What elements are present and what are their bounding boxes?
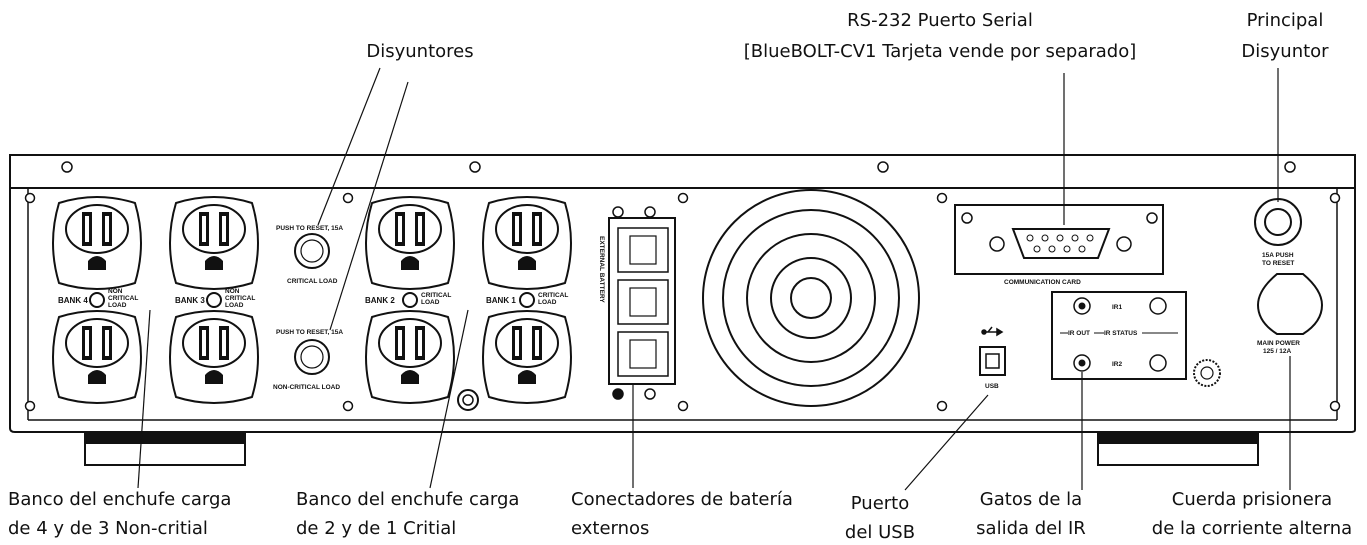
fan-grille — [702, 189, 920, 407]
usb-port[interactable] — [979, 346, 1006, 376]
outlet-bank3-top[interactable] — [169, 196, 259, 290]
callout-rs232-1: RS-232 Puerto Serial — [847, 10, 1033, 31]
bank3-noncritical-1: NON — [225, 288, 240, 295]
external-battery-connector[interactable] — [608, 217, 676, 385]
callout-ir-1: Gatos de la — [980, 489, 1082, 510]
main-power-label-2: 125 / 12A — [1263, 348, 1291, 355]
bank1-critical-1: CRITICAL — [538, 292, 568, 299]
leader-lines — [137, 67, 1291, 491]
breaker-bottom-reset-label: PUSH TO RESET, 15A — [276, 329, 343, 336]
bank2-critical-1: CRITICAL — [421, 292, 451, 299]
bank4-noncritical-2: CRITICAL — [108, 295, 138, 302]
callout-bank43-2: de 4 y de 3 Non-critial — [8, 518, 208, 539]
ir2-status-led — [1149, 354, 1167, 372]
ir2-label: IR2 — [1112, 361, 1123, 368]
usb-icon — [981, 326, 1004, 337]
bank4-noncritical-1: NON — [108, 288, 123, 295]
callout-ac-2: de la corriente alterna — [1152, 518, 1352, 539]
callout-battery-2: externos — [571, 518, 649, 539]
callout-bank21-2: de 2 y de 1 Critial — [296, 518, 456, 539]
bank3-label: BANK 3 — [175, 296, 205, 305]
top-screws — [61, 161, 1296, 173]
ir-out-label: IR OUT — [1068, 330, 1090, 337]
callout-breakers: Disyuntores — [366, 41, 473, 62]
communication-card-slot[interactable] — [954, 204, 1164, 275]
ir-status-label: IR STATUS — [1104, 330, 1138, 337]
callout-bank43-1: Banco del enchufe carga — [8, 489, 231, 510]
bank2-label: BANK 2 — [365, 296, 395, 305]
callout-bank21-1: Banco del enchufe carga — [296, 489, 519, 510]
breaker-top-reset-label: PUSH TO RESET, 15A — [276, 225, 343, 232]
breaker-non-critical-label: NON-CRITICAL LOAD — [273, 384, 340, 391]
outlet-bank4-bottom[interactable] — [52, 310, 142, 404]
main-breaker-label-1: 15A PUSH — [1262, 252, 1294, 259]
callout-battery-1: Conectadores de batería — [571, 489, 793, 510]
communication-card-label: COMMUNICATION CARD — [1004, 279, 1081, 286]
callout-main-breaker-1: Principal — [1247, 10, 1324, 31]
main-power-label-1: MAIN POWER — [1257, 340, 1300, 347]
bank4-noncritical-3: LOAD — [108, 302, 127, 309]
callout-usb-1: Puerto — [851, 493, 910, 514]
bank1-critical-2: LOAD — [538, 299, 557, 306]
panel-screws — [24, 192, 1341, 412]
callout-ir-2: salida del IR — [976, 518, 1086, 539]
main-power-inlet — [1256, 273, 1324, 335]
bank3-noncritical-2: CRITICAL — [225, 295, 255, 302]
ir1-status-led — [1149, 297, 1167, 315]
bank4-label: BANK 4 — [58, 296, 88, 305]
outlet-bank1-bottom[interactable] — [482, 310, 572, 404]
outlet-bank1-top[interactable] — [482, 196, 572, 290]
breaker-critical-label: CRITICAL LOAD — [287, 278, 338, 285]
outlet-bank3-bottom[interactable] — [169, 310, 259, 404]
outlet-bank2-top[interactable] — [365, 196, 455, 290]
bank2-critical-2: LOAD — [421, 299, 440, 306]
ir1-label: IR1 — [1112, 304, 1123, 311]
outlets — [52, 196, 572, 404]
bank1-label: BANK 1 — [486, 296, 516, 305]
outlet-bank4-top[interactable] — [52, 196, 142, 290]
bank3-noncritical-3: LOAD — [225, 302, 244, 309]
callout-main-breaker-2: Disyuntor — [1241, 41, 1329, 62]
callout-usb-2: del USB — [845, 522, 915, 543]
usb-label: USB — [985, 383, 999, 390]
callout-rs232-2: [BlueBOLT-CV1 Tarjeta vende por separado… — [744, 41, 1137, 62]
outlet-bank2-bottom[interactable] — [365, 310, 455, 404]
external-battery-label: EXTERNAL BATTERY — [598, 236, 605, 303]
main-breaker-label-2: TO RESET — [1262, 260, 1294, 267]
callout-ac-1: Cuerda prisionera — [1172, 489, 1332, 510]
